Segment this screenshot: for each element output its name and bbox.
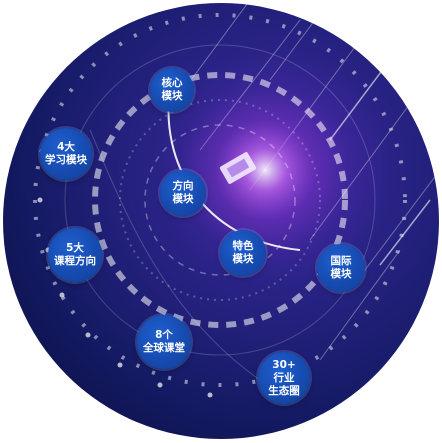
node-four-line-2: 学习模块 <box>45 154 87 166</box>
node-thirty-line-2: 行业 <box>273 371 295 384</box>
node-core-line-2: 模块 <box>161 90 183 102</box>
node-five-line-1: 5大 <box>66 242 84 254</box>
node-core-module[interactable]: 核心 模块 <box>150 68 194 112</box>
node-five-line-2: 课程方向 <box>54 255 96 267</box>
node-eight-global-classrooms[interactable]: 8个 全球课堂 <box>137 315 191 369</box>
node-four-line-1: 4大 <box>57 141 75 153</box>
node-feature-line-1: 特色 <box>232 240 254 252</box>
node-feature-line-2: 模块 <box>232 253 254 265</box>
node-eight-line-2: 全球课堂 <box>143 342 185 354</box>
node-direction-line-2: 模块 <box>172 193 194 205</box>
node-thirty-industry-ecosystems[interactable]: 30+ 行业 生态圈 <box>258 352 310 404</box>
node-core-line-1: 核心 <box>161 77 183 89</box>
node-international-module[interactable]: 国际 模块 <box>317 244 365 292</box>
node-direction-module[interactable]: 方向 模块 <box>160 170 206 216</box>
node-four-learning-modules[interactable]: 4大 学习模块 <box>40 128 92 180</box>
node-international-line-2: 模块 <box>330 268 352 280</box>
node-international-line-1: 国际 <box>330 255 352 267</box>
node-thirty-line-1: 30+ <box>272 358 296 371</box>
node-feature-module[interactable]: 特色 模块 <box>220 230 266 276</box>
node-five-course-directions[interactable]: 5大 课程方向 <box>48 228 102 282</box>
node-eight-line-1: 8个 <box>155 329 173 341</box>
node-direction-line-1: 方向 <box>172 180 194 192</box>
node-thirty-line-3: 生态圈 <box>268 384 300 397</box>
